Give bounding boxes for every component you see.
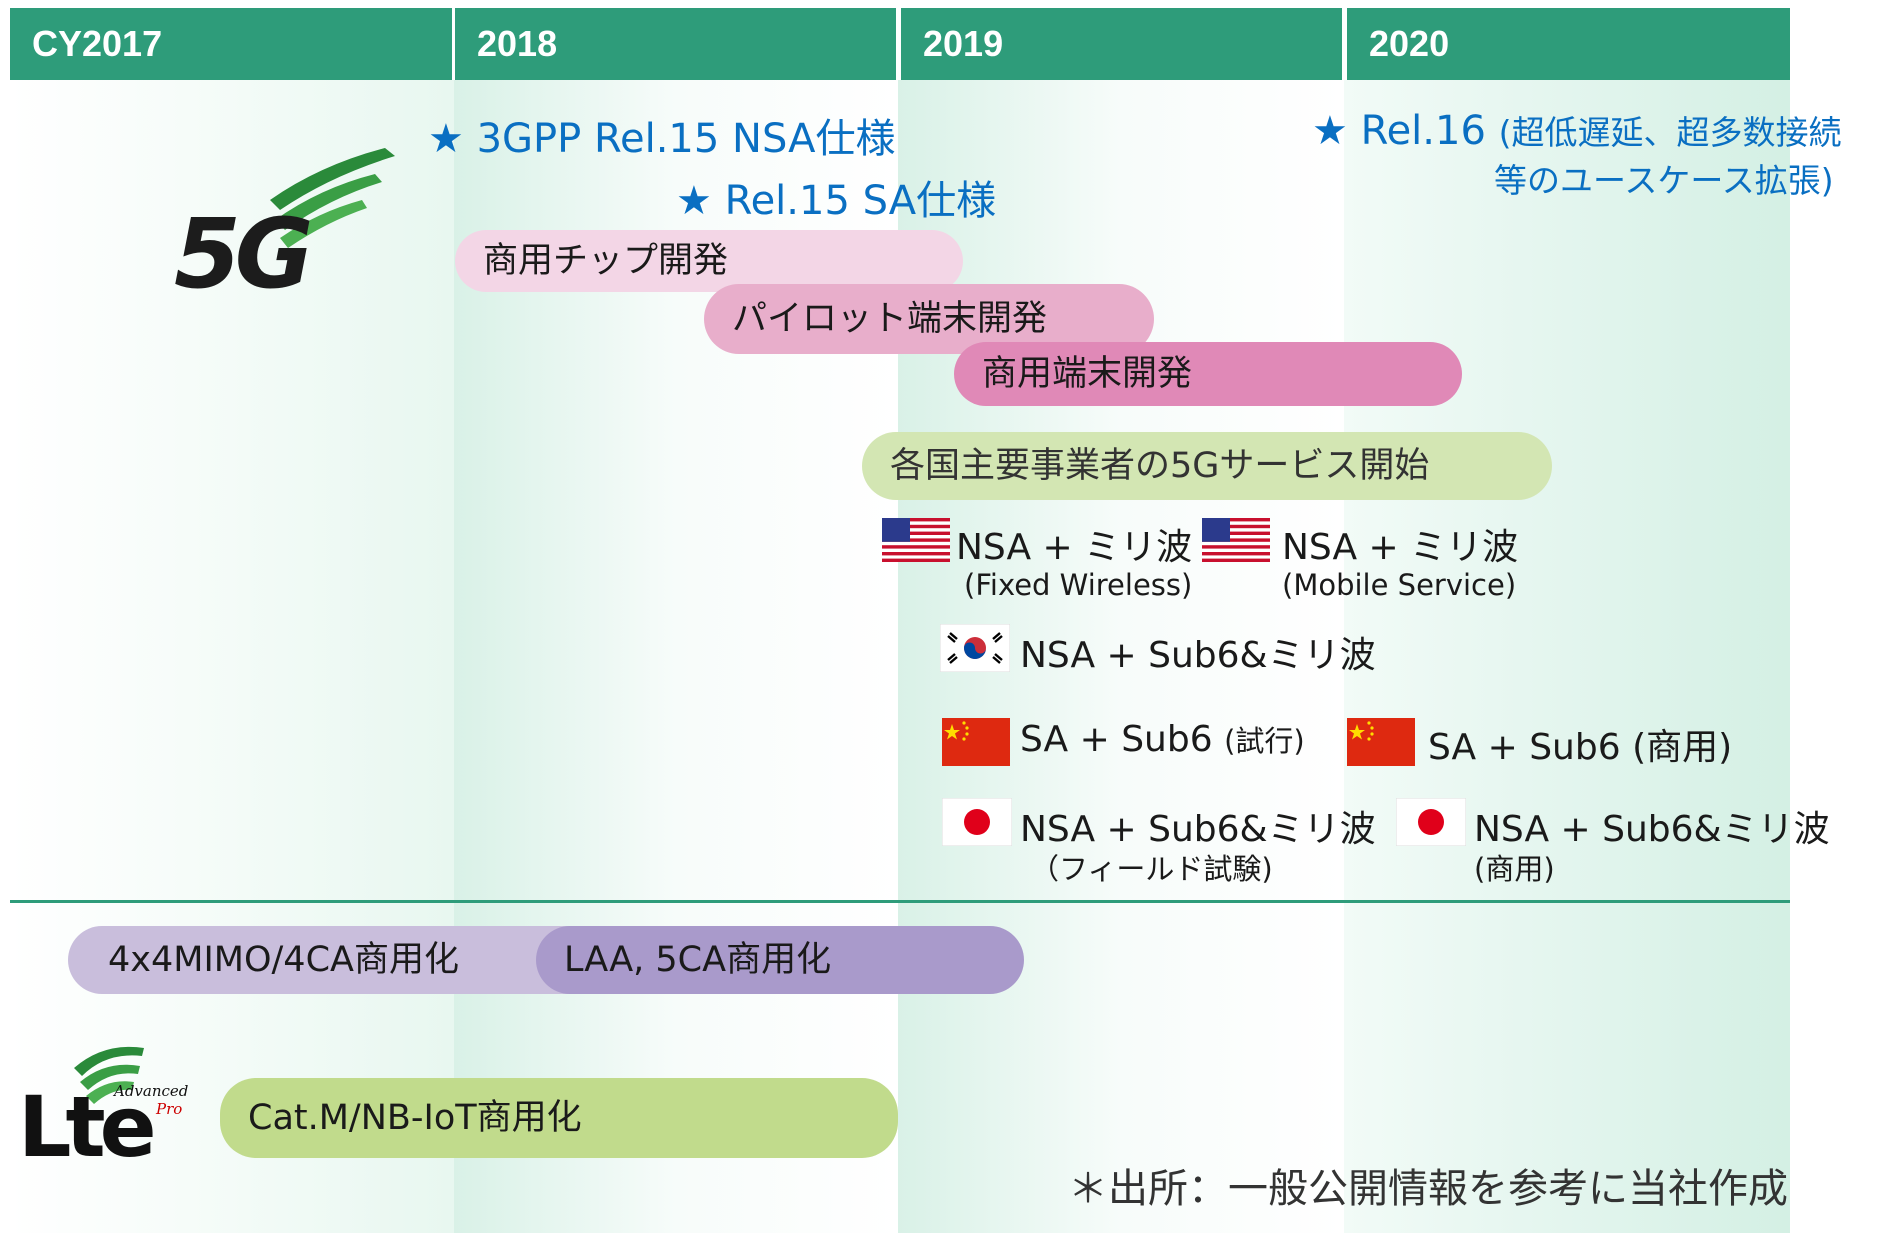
china-commercial-label: SA + Sub6 (商用) xyxy=(1428,727,1733,768)
source-note: ＊出所：一般公開情報を参考に当社作成 xyxy=(1068,1166,1788,1212)
us-flag-icon xyxy=(1202,518,1270,562)
5g-logo-text: 5G xyxy=(174,198,314,310)
5g-logo-waves-icon xyxy=(270,148,395,248)
japan-field-label: NSA + Sub6&ミリ波 xyxy=(1020,809,1376,850)
column-bg-2017 xyxy=(10,80,454,1233)
year-header-2019: 2019 xyxy=(901,8,1342,80)
year-header-2018: 2018 xyxy=(455,8,896,80)
lte-logo-pro: Pro xyxy=(156,1100,183,1118)
china-flag-icon xyxy=(942,718,1010,766)
bar-commercial-chip: 商用チップ開発 xyxy=(455,230,963,292)
milestone-rel16-note2: 等のユースケース拡張) xyxy=(1494,161,1834,200)
japan-field-sublabel: （フィールド試験) xyxy=(1030,852,1273,886)
us-mobile-sublabel: (Mobile Service) xyxy=(1282,568,1517,602)
lte-logo-waves-icon xyxy=(74,1046,144,1104)
column-bg-2020 xyxy=(1344,80,1790,1233)
milestone-rel16-note: (超低遅延、超多数接続 xyxy=(1498,113,1842,152)
korea-flag-icon xyxy=(940,624,1010,672)
lte-logo-text: Lte xyxy=(18,1078,157,1176)
section-divider xyxy=(10,900,1790,903)
us-fixed-label: NSA + ミリ波 xyxy=(956,527,1193,568)
bar-catm-nbiot: Cat.M/NB-IoT商用化 xyxy=(220,1078,898,1158)
korea-label: NSA + Sub6&ミリ波 xyxy=(1020,635,1376,676)
milestone-rel15-nsa: ★ 3GPP Rel.15 NSA仕様 xyxy=(428,116,896,162)
lte-logo: Lte Advanced Pro xyxy=(14,1020,204,1180)
us-flag-icon xyxy=(882,518,950,562)
china-trial-note: (試行) xyxy=(1224,724,1305,758)
bar-commercial-device: 商用端末開発 xyxy=(954,342,1462,406)
japan-flag-icon xyxy=(1396,798,1466,846)
milestone-rel16-note-line2: 等のユースケース拡張) xyxy=(1494,154,1834,202)
5g-logo: 5G xyxy=(170,140,410,310)
year-header-2020: 2020 xyxy=(1347,8,1790,80)
milestone-rel15-sa: ★ Rel.15 SA仕様 xyxy=(676,178,997,224)
us-mobile-label: NSA + ミリ波 xyxy=(1282,527,1519,568)
year-header-2017: CY2017 xyxy=(10,8,452,80)
milestone-rel16-label: ★ Rel.16 xyxy=(1312,108,1486,154)
japan-commercial-sublabel: (商用) xyxy=(1474,852,1555,886)
us-fixed-sublabel: (Fixed Wireless) xyxy=(964,568,1193,602)
japan-flag-icon xyxy=(942,798,1012,846)
milestone-rel16: ★ Rel.16 (超低遅延、超多数接続 xyxy=(1312,106,1842,154)
china-flag-icon xyxy=(1347,718,1415,766)
china-trial-label: SA + Sub6 (試行) xyxy=(1020,718,1305,760)
japan-commercial-label: NSA + Sub6&ミリ波 xyxy=(1474,809,1830,850)
china-trial-text: SA + Sub6 xyxy=(1020,719,1225,760)
bar-5g-service-launch: 各国主要事業者の5Gサービス開始 xyxy=(862,432,1552,500)
lte-logo-advanced: Advanced xyxy=(114,1082,189,1100)
bar-laa-5ca: LAA, 5CA商用化 xyxy=(536,926,1024,994)
